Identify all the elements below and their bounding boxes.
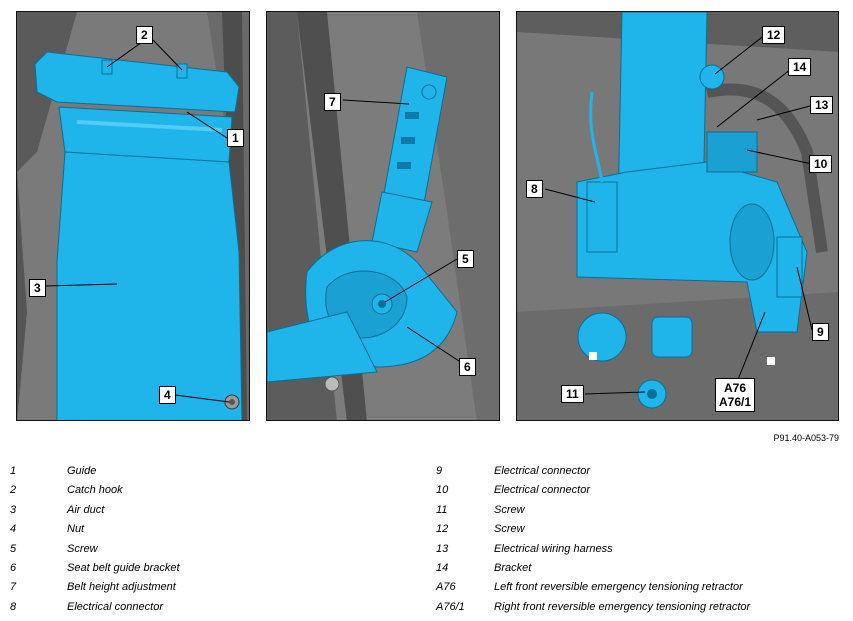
retractor-illustration — [517, 12, 838, 420]
legend-row: A76/1 Right front reversible emergency te… — [436, 601, 836, 620]
callout-2: 2 — [136, 26, 153, 44]
legend-text: Bracket — [494, 561, 532, 574]
legend-number: 8 — [10, 600, 17, 613]
legend-text: Air duct — [67, 503, 105, 516]
legend-row: 2 Catch hook — [10, 484, 410, 503]
callout-11: 11 — [561, 385, 584, 403]
legend-row: 8 Electrical connector — [10, 601, 410, 620]
legend-number: A76 — [436, 581, 456, 594]
legend-text: Seat belt guide bracket — [67, 561, 180, 574]
callout-a76: A76 A76/1 — [715, 378, 756, 412]
callout-12: 12 — [762, 26, 786, 44]
callout-a76-label: A76 — [724, 381, 747, 395]
legend-text: Screw — [67, 542, 98, 555]
callout-3: 3 — [29, 279, 46, 297]
legend-row: 3 Air duct — [10, 504, 410, 523]
guide-illustration — [17, 12, 249, 420]
legend-text: Right front reversible emergency tension… — [494, 600, 751, 613]
legend-number: 6 — [10, 561, 17, 574]
legend-row: 9 Electrical connector — [436, 465, 836, 484]
legend-row: A76 Left front reversible emergency tensi… — [436, 581, 836, 600]
callout-13: 13 — [810, 96, 834, 114]
legend-number: 10 — [436, 484, 449, 497]
legend-text: Electrical connector — [494, 484, 590, 497]
legend-number: 4 — [10, 523, 17, 536]
legend-row: 4 Nut — [10, 523, 410, 542]
legend-text: Electrical wiring harness — [494, 542, 613, 555]
legend-number: 13 — [436, 542, 449, 555]
legend-row: 1 Guide — [10, 465, 410, 484]
legend-row: 14 Bracket — [436, 562, 836, 581]
legend-left: 1 Guide 2 Catch hook 3 Air duct 4 Nut 5 Screw 6 Sea… — [10, 465, 410, 620]
legend-number: 1 — [10, 465, 17, 477]
callout-1: 1 — [227, 129, 244, 147]
callout-14: 14 — [788, 58, 812, 76]
legend-text: Nut — [67, 523, 85, 536]
callout-6: 6 — [459, 358, 476, 376]
callout-8: 8 — [526, 180, 543, 198]
legend-row: 13 Electrical wiring harness — [436, 543, 836, 562]
figure-code: P91.40-A053-79 — [773, 433, 839, 443]
legend-row: 11 Screw — [436, 504, 836, 523]
legend-number: 12 — [436, 523, 449, 536]
legend-row: 12 Screw — [436, 523, 836, 542]
legend-text: Catch hook — [67, 484, 123, 497]
legend-number: 7 — [10, 581, 17, 594]
legend-text: Electrical connector — [494, 465, 590, 477]
legend-row: 10 Electrical connector — [436, 484, 836, 503]
legend-number: 3 — [10, 503, 17, 516]
legend-text: Belt height adjustment — [67, 581, 176, 594]
legend-text: Left front reversible emergency tensioni… — [494, 581, 743, 594]
legend-number: 11 — [436, 503, 448, 516]
legend-row: 6 Seat belt guide bracket — [10, 562, 410, 581]
callout-9: 9 — [812, 323, 829, 341]
callout-a76-1-label: A76/1 — [719, 395, 752, 409]
legend-text: Screw — [494, 523, 525, 536]
illustration-panel-guide: 2 1 3 4 — [16, 11, 250, 421]
legend-row: 5 Screw — [10, 543, 410, 562]
legend-number: 9 — [436, 465, 443, 477]
legend-text: Screw — [494, 503, 525, 516]
callout-5: 5 — [457, 250, 474, 268]
legend-number: 2 — [10, 484, 17, 497]
belt-guide-illustration — [267, 12, 499, 420]
legend-number: 5 — [10, 542, 17, 555]
callout-4: 4 — [159, 386, 176, 404]
legend-text: Electrical connector — [67, 600, 163, 613]
legend-text: Guide — [67, 465, 97, 477]
callout-10: 10 — [809, 155, 833, 173]
legend-number: 14 — [436, 561, 449, 574]
legend-number: A76/1 — [436, 600, 465, 613]
illustration-panel-belt-guide: 7 5 6 — [266, 11, 500, 421]
legend-row: 7 Belt height adjustment — [10, 581, 410, 600]
callout-7: 7 — [324, 93, 341, 111]
illustration-panel-retractor: 12 14 13 10 8 9 11 A76 A76/1 — [516, 11, 839, 421]
